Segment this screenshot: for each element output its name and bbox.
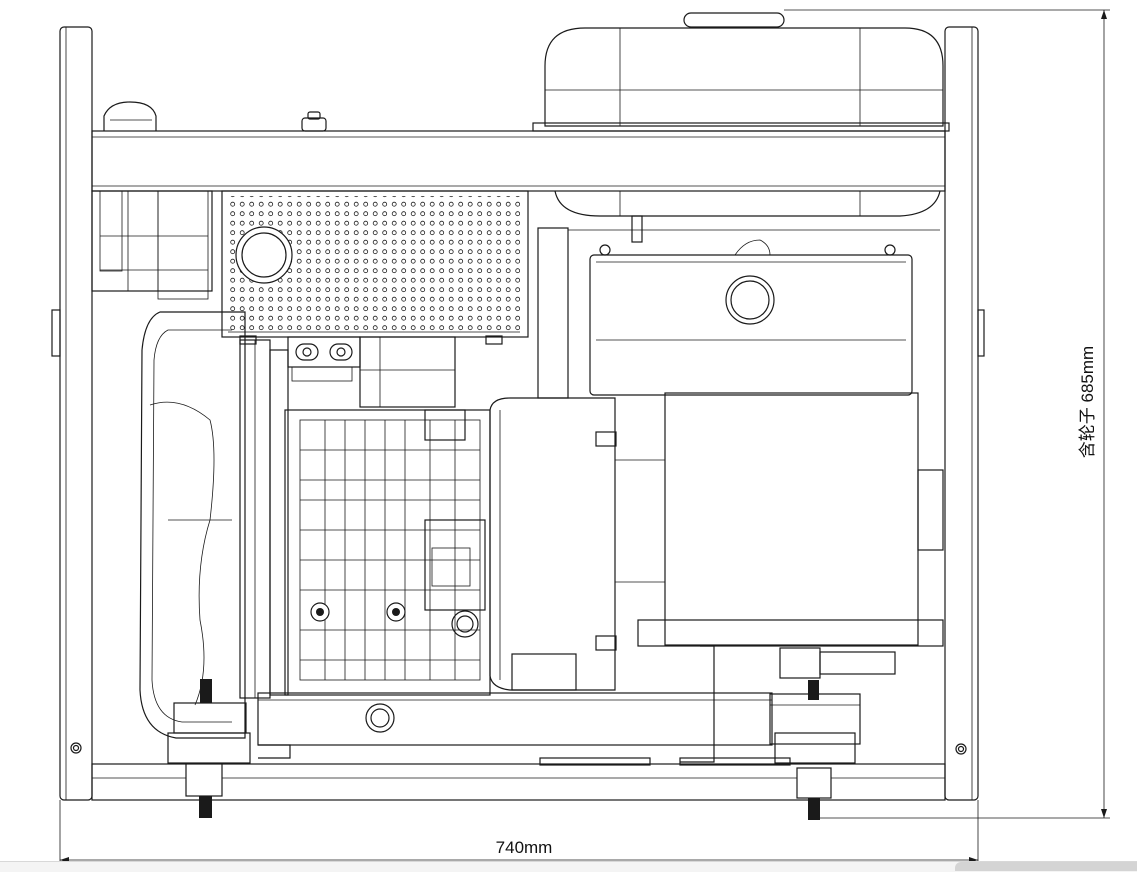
horizontal-scrollbar-thumb[interactable] xyxy=(955,862,1137,871)
alternator xyxy=(489,397,665,691)
anti-vibration-mount-right xyxy=(774,680,856,820)
engine-cowl xyxy=(139,311,289,739)
control-panel-box xyxy=(637,392,944,763)
rear-housing xyxy=(537,227,940,399)
fuel-tank xyxy=(532,12,950,243)
height-dimension-label: 含轮子 685mm xyxy=(1078,346,1097,458)
frame xyxy=(51,26,985,801)
height-dimension xyxy=(784,9,1110,819)
width-dimension-label: 740mm xyxy=(496,838,553,857)
engine-block xyxy=(284,409,491,696)
muffler-guard xyxy=(221,190,529,345)
control-bracket xyxy=(287,336,456,408)
horizontal-scrollbar-track[interactable] xyxy=(0,861,1137,872)
oil-filler-cap xyxy=(103,101,327,132)
anti-vibration-mount-left xyxy=(167,679,251,818)
air-filter xyxy=(91,190,213,300)
